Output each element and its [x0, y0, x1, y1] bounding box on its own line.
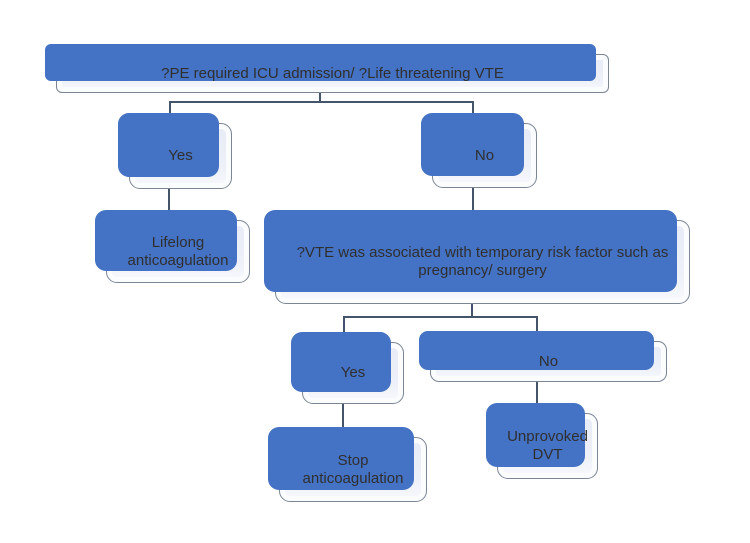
connector-to-no2 — [536, 316, 538, 332]
flow-node-no1-label: No — [474, 146, 495, 164]
connector-elbow-level1 — [169, 101, 474, 103]
flow-node-no-level2: No — [419, 331, 667, 382]
flow-node-root-question: ?PE required ICU admission/ ?Life threat… — [45, 44, 609, 93]
connector-no2-to-unprovoked — [536, 382, 538, 404]
flow-node-vte-question: ?VTE was associated with temporary risk … — [264, 210, 690, 304]
flow-node-root-label: ?PE required ICU admission/ ?Life threat… — [161, 64, 504, 82]
flow-node-no-level1: No — [421, 113, 537, 188]
connector-root-drop — [319, 93, 321, 103]
connector-yes2-to-stop — [342, 404, 344, 428]
flow-node-lifelong-anticoagulation: Lifelong anticoagulation — [95, 210, 250, 283]
connector-vte-drop — [471, 304, 473, 318]
flow-node-yes2-label: Yes — [340, 364, 366, 381]
connector-yes1-to-lifelong — [168, 189, 170, 211]
flow-node-yes-level2: Yes — [291, 332, 404, 404]
connector-elbow-level2 — [343, 316, 538, 318]
flow-node-yes1-label: Yes — [168, 147, 193, 164]
flow-node-lifelong-label: Lifelong anticoagulation — [127, 233, 229, 269]
flow-node-unprovoked-dvt: Unprovoked DVT — [486, 403, 598, 479]
flow-node-stop-anticoagulation: Stop anticoagulation — [268, 427, 427, 502]
connector-to-yes1 — [169, 101, 171, 115]
flow-node-vte-label: ?VTE was associated with temporary risk … — [296, 244, 669, 279]
connector-no1-to-vte — [472, 188, 474, 211]
connector-to-yes2 — [343, 316, 345, 333]
flow-node-unprovoked-label: Unprovoked DVT — [507, 428, 588, 463]
flow-node-no2-label: No — [538, 352, 559, 370]
flow-node-stop-label: Stop anticoagulation — [302, 451, 404, 487]
flow-node-yes-level1: Yes — [118, 113, 232, 189]
connector-to-no1 — [472, 101, 474, 115]
